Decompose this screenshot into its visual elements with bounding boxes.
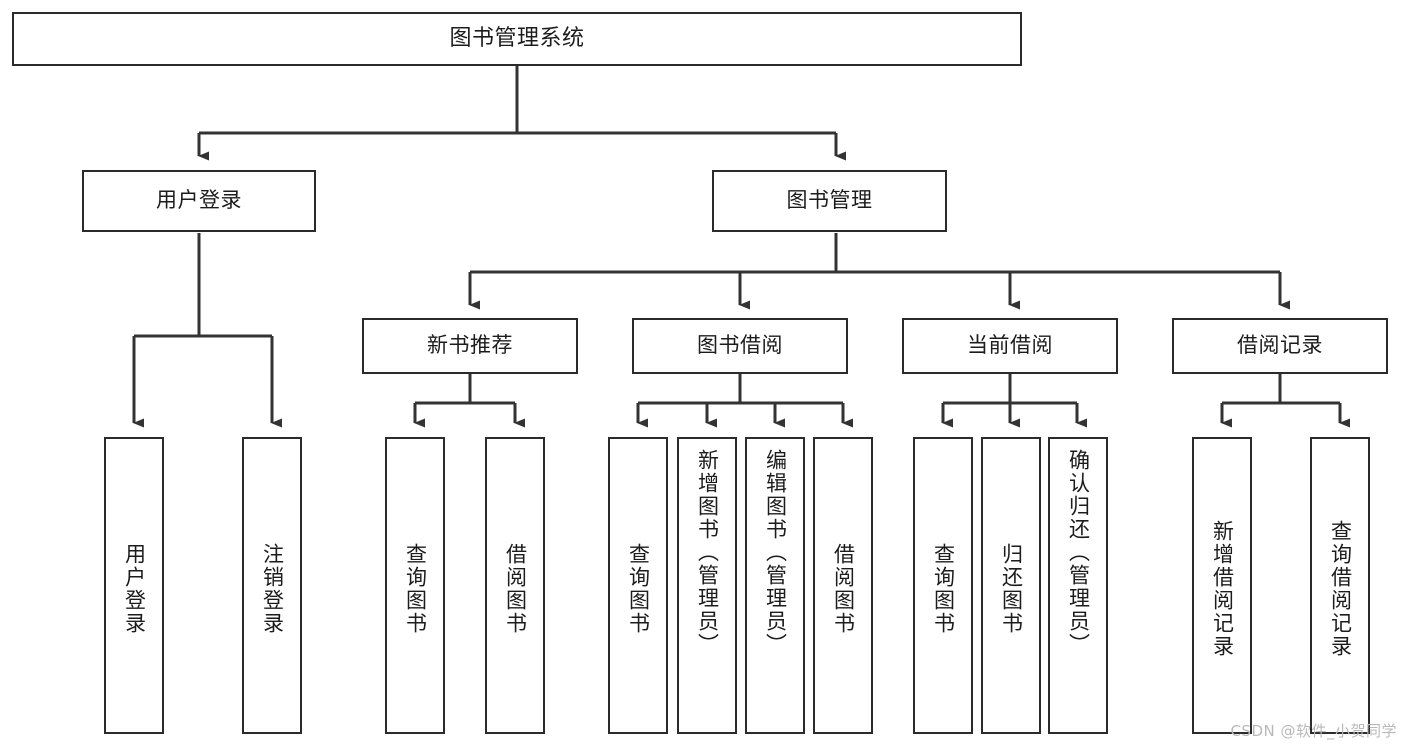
leaf-confirm-return[interactable]: 确认归还（管理员） bbox=[1048, 437, 1108, 734]
leaf-query-book-3[interactable]: 查询图书 bbox=[913, 437, 973, 734]
leaf-edit-book[interactable]: 编辑图书（管理员） bbox=[745, 437, 805, 734]
node-current-borrow[interactable]: 当前借阅 bbox=[902, 318, 1118, 374]
node-new-book-recommend[interactable]: 新书推荐 bbox=[362, 318, 578, 374]
leaf-logout[interactable]: 注销登录 bbox=[242, 437, 302, 734]
leaf-edit-book-label: 编辑图书（管理员） bbox=[763, 449, 788, 656]
leaf-query-book-2[interactable]: 查询图书 bbox=[608, 437, 668, 734]
leaf-return-book[interactable]: 归还图书 bbox=[981, 437, 1041, 734]
leaf-logout-label: 注销登录 bbox=[260, 542, 285, 635]
leaf-query-book-3-label: 查询图书 bbox=[931, 542, 956, 635]
leaf-query-book-1[interactable]: 查询图书 bbox=[385, 437, 445, 734]
leaf-query-book-1-label: 查询图书 bbox=[403, 542, 428, 635]
leaf-user-login-label: 用户登录 bbox=[122, 542, 147, 635]
leaf-add-book-label: 新增图书（管理员） bbox=[695, 449, 720, 656]
leaf-add-book[interactable]: 新增图书（管理员） bbox=[677, 437, 737, 734]
leaf-add-record[interactable]: 新增借阅记录 bbox=[1192, 437, 1252, 734]
node-borrow-record[interactable]: 借阅记录 bbox=[1172, 318, 1388, 374]
leaf-query-book-2-label: 查询图书 bbox=[626, 542, 651, 635]
node-book-borrow[interactable]: 图书借阅 bbox=[632, 318, 848, 374]
node-root[interactable]: 图书管理系统 bbox=[12, 12, 1022, 66]
node-book-manage-label: 图书管理 bbox=[786, 188, 873, 213]
leaf-add-record-label: 新增借阅记录 bbox=[1210, 519, 1235, 658]
leaf-user-login[interactable]: 用户登录 bbox=[104, 437, 164, 734]
node-borrow-record-label: 借阅记录 bbox=[1237, 333, 1323, 358]
leaf-borrow-book-2-label: 借阅图书 bbox=[831, 542, 856, 635]
leaf-return-book-label: 归还图书 bbox=[999, 542, 1024, 635]
leaf-query-record-label: 查询借阅记录 bbox=[1328, 519, 1353, 658]
node-root-label: 图书管理系统 bbox=[449, 25, 585, 51]
leaf-confirm-return-label: 确认归还（管理员） bbox=[1066, 449, 1091, 656]
node-current-borrow-label: 当前借阅 bbox=[967, 333, 1053, 358]
node-new-book-recommend-label: 新书推荐 bbox=[427, 333, 513, 358]
leaf-query-record[interactable]: 查询借阅记录 bbox=[1310, 437, 1370, 734]
leaf-borrow-book-2[interactable]: 借阅图书 bbox=[813, 437, 873, 734]
leaf-borrow-book-1[interactable]: 借阅图书 bbox=[485, 437, 545, 734]
node-user-login-label: 用户登录 bbox=[156, 188, 242, 213]
node-user-login[interactable]: 用户登录 bbox=[82, 170, 316, 232]
node-book-borrow-label: 图书借阅 bbox=[697, 333, 783, 358]
node-book-manage[interactable]: 图书管理 bbox=[712, 170, 947, 232]
leaf-borrow-book-1-label: 借阅图书 bbox=[503, 542, 528, 635]
